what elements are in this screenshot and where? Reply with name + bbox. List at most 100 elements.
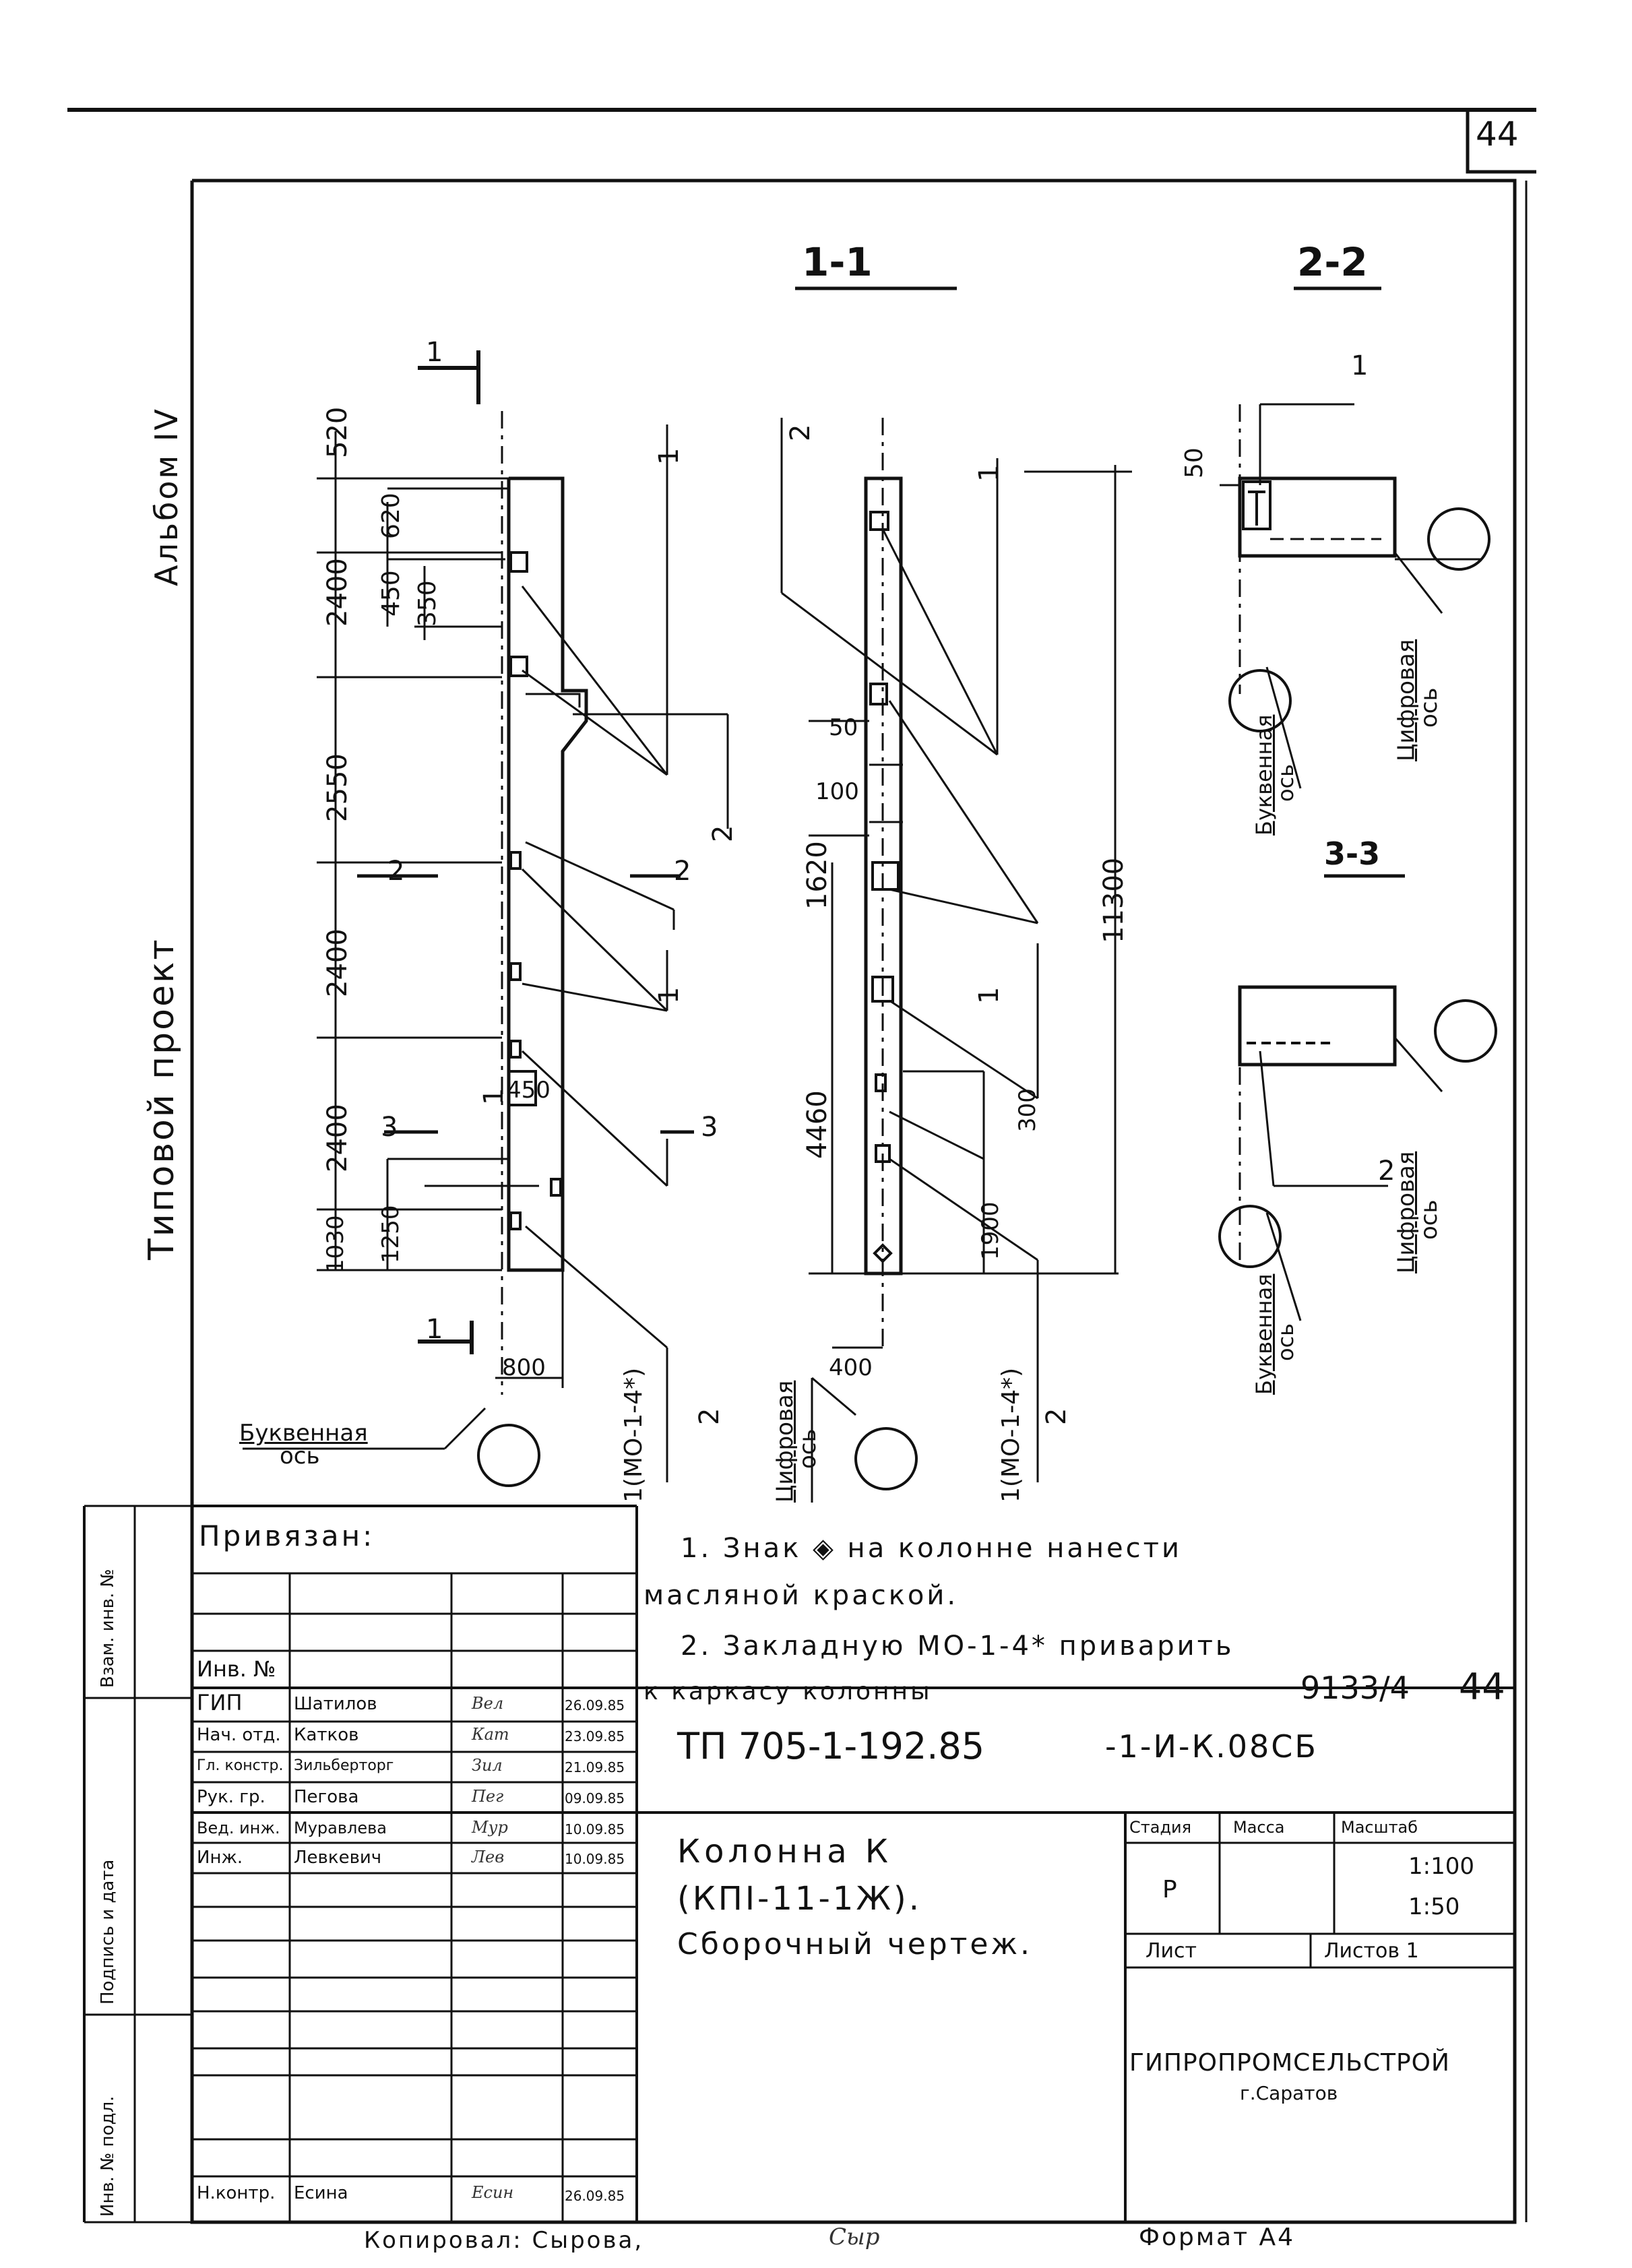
stamp-replaced-inv: Взам. инв. № (98, 1569, 118, 1688)
callout-2g: 2 (1378, 1156, 1395, 1187)
title-line-1: Колонна К (677, 1833, 893, 1870)
dim-2400c: 2400 (322, 1104, 353, 1172)
stage-header: Стадия (1129, 1818, 1192, 1837)
sign-5: Лев (472, 1848, 505, 1866)
callout-2a: 2 (708, 825, 739, 842)
designation-suffix: -1-И-К.08СБ (1105, 1728, 1318, 1765)
section-title-1-1: 1-1 (802, 239, 873, 285)
name-3: Пегова (294, 1787, 359, 1807)
dim-450: 450 (377, 570, 405, 617)
sheet-label: Лист (1145, 1939, 1197, 1963)
stamp-inv-original: Инв. № подл. (98, 2096, 118, 2217)
sheets-label: Листов 1 (1324, 1939, 1419, 1963)
dim-11300: 11300 (1098, 857, 1129, 943)
callout-1a: 1 (426, 337, 443, 368)
album-label: Альбом IV (148, 407, 185, 586)
number-axis-label-a: Цифровая ось (772, 1380, 821, 1503)
dim-4460: 4460 (802, 1090, 833, 1159)
callout-1h: 1 (1351, 350, 1369, 381)
letter-axis-word: Буквенная (239, 1420, 368, 1447)
copied-sign: Сыр (829, 2224, 880, 2250)
sign-2: Зил (472, 1756, 503, 1775)
mass-header: Масса (1233, 1818, 1285, 1837)
dim-1250: 1250 (377, 1205, 404, 1263)
dim-800: 800 (502, 1354, 546, 1381)
callout-1e: 1 (426, 1314, 443, 1345)
number-axis-word-a: Цифровая (772, 1380, 798, 1503)
project-label: Типовой проект (142, 937, 182, 1260)
callout-embedded-a: 1(МО-1-4*) (620, 1367, 648, 1503)
dim-2550: 2550 (322, 753, 353, 822)
callout-1f: 1 (974, 464, 1005, 482)
scale-2: 1:50 (1408, 1893, 1460, 1920)
doc-code: 9133/4 (1300, 1670, 1410, 1706)
designation: ТП 705-1-192.85 (677, 1725, 985, 1767)
section-3-3 (1218, 985, 1497, 1321)
section-2-2 (1220, 286, 1490, 878)
dim-100: 100 (815, 778, 859, 805)
date-1: 23.09.85 (565, 1728, 625, 1744)
role-1: Нач. отд. (197, 1725, 281, 1745)
sign-1: Кат (472, 1725, 509, 1744)
number-axis-label-b: Цифровая ось (1393, 639, 1443, 761)
role-5: Инж. (197, 1848, 243, 1868)
callout-1d: 1 (478, 1088, 509, 1105)
letter-axis-label: Буквенная ось (239, 1422, 368, 1468)
role-4: Вед. инж. (197, 1819, 280, 1837)
letter-axis-label-b: Буквенная ось (1251, 714, 1298, 836)
number-axis-word-b: Цифровая (1393, 639, 1420, 761)
note-line-1: 1. Знак ◈ на колонне нанести (681, 1533, 1182, 1564)
letter-axis-word-c: Буквенная (1251, 1273, 1277, 1395)
title-line-2: (КПI-11-1Ж). (677, 1880, 922, 1918)
letter-axis-word-b: Буквенная (1251, 714, 1277, 836)
date-4: 10.09.85 (565, 1821, 625, 1837)
callout-embedded-b: 1(МО-1-4*) (997, 1367, 1025, 1503)
dim-620: 620 (377, 493, 405, 539)
letter-axis-os-b: ось (1273, 763, 1298, 802)
name-2: Зильберторг (294, 1757, 394, 1774)
letter-axis-label-c: Буквенная ось (1251, 1273, 1298, 1395)
role-0: ГИП (197, 1693, 243, 1713)
callout-2f: 2 (1041, 1408, 1072, 1425)
number-axis-os-c: ось (1416, 1199, 1443, 1240)
control-name: Есина (294, 2183, 348, 2203)
dim-400: 400 (829, 1354, 873, 1381)
sign-3: Пег (472, 1787, 504, 1806)
dim-section-50: 50 (1181, 447, 1208, 478)
number-axis-os-b: ось (1416, 687, 1443, 728)
note-line-2: масляной краской. (644, 1580, 959, 1611)
callout-1c: 1 (654, 986, 685, 1004)
date-2: 21.09.85 (565, 1759, 625, 1775)
dim-50: 50 (829, 714, 858, 741)
scale-1: 1:100 (1408, 1853, 1474, 1880)
role-3: Рук. гр. (197, 1787, 265, 1807)
dim-520: 520 (322, 406, 353, 458)
page-number: 44 (1476, 115, 1519, 154)
date-0: 26.09.85 (565, 1697, 625, 1713)
date-3: 09.09.85 (565, 1790, 625, 1806)
callout-2b: 2 (387, 856, 405, 887)
letter-axis-os: ось (280, 1443, 320, 1470)
control-sign: Есин (472, 2183, 514, 2202)
org-name: ГИПРОПРОМСЕЛЬСТРОЙ (1129, 2049, 1450, 2077)
section-title-2-2: 2-2 (1297, 239, 1368, 285)
section-1-1 (780, 286, 1132, 1503)
letter-axis-os-c: ось (1273, 1323, 1298, 1361)
callout-2c: 2 (674, 856, 691, 887)
control-date: 26.09.85 (565, 2188, 625, 2204)
dim-1900: 1900 (977, 1201, 1004, 1260)
scale-header: Масштаб (1341, 1818, 1418, 1837)
dim-2400a: 2400 (322, 558, 353, 627)
inv-label: Инв. № (197, 1659, 276, 1679)
dim-350: 350 (414, 580, 441, 627)
section-title-3-3: 3-3 (1324, 836, 1381, 872)
callout-1b: 1 (654, 447, 685, 465)
note-line-4: к каркасу колонны (644, 1678, 933, 1705)
role-2: Гл. констр. (197, 1757, 284, 1774)
sign-0: Вел (472, 1694, 504, 1713)
format-label: Формат А4 (1139, 2224, 1296, 2251)
dim-2400b: 2400 (322, 928, 353, 997)
date-5: 10.09.85 (565, 1851, 625, 1867)
name-4: Муравлева (294, 1819, 387, 1837)
